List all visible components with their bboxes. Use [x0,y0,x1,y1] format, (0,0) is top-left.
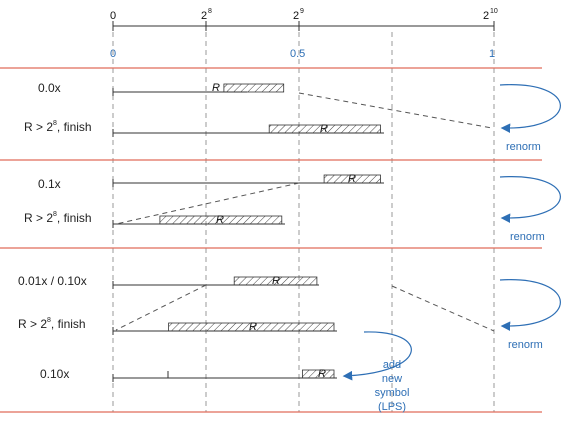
add-symbol-arrow [342,331,412,381]
range-r-label: R [318,368,326,380]
row-label: 0.10x [40,367,69,381]
mapping-line [115,182,300,225]
axis-power-exponent: 10 [490,8,498,15]
axis-power-label: 2 [293,10,299,22]
section-separators [0,67,542,413]
interval-row: R [112,82,285,96]
section-1: 0.0x R R > 28, finish R renorm [24,81,561,153]
axis-power-label: 0 [110,10,116,22]
add-symbol-line: new [382,373,402,385]
mapping-line [391,285,495,332]
row-label: 0.0x [38,81,61,95]
range-r-label: R [272,275,280,287]
axis-fraction-label: 1 [489,48,495,60]
add-symbol-line: symbol [375,387,410,399]
interval-row: R [112,321,337,335]
interval-box [323,174,381,184]
interval-row: R [112,214,285,228]
row-label: 0.01x / 0.10x [18,274,87,288]
axis-power-label: 2 [483,10,489,22]
add-symbol-line: add [383,359,401,371]
mapping-line [115,284,207,331]
interval-box [223,83,285,93]
row-label: 0.1x [38,177,61,191]
row-label: R > 28, finish [18,317,86,331]
range-r-label: R [212,82,220,94]
renorm-arrow [499,84,561,133]
axis-power-label: 2 [201,10,207,22]
row-label: R > 28, finish [24,120,92,134]
renorm-arrow [499,279,561,331]
renorm-arrow [499,176,561,223]
range-r-label: R [320,123,328,135]
interval-row: R [112,173,384,187]
interval-box [233,276,318,286]
range-r-label: R [348,173,356,185]
interval-row: R [112,368,337,382]
top-axis: 0 2 8 2 9 2 10 0 0.5 1 [110,8,498,60]
axis-power-exponent: 8 [208,8,212,15]
interval-box [301,369,335,379]
interval-row: R [112,123,384,137]
add-symbol-line: (LPS) [378,401,406,413]
interval-row: R [112,275,319,289]
row-label: R > 28, finish [24,211,92,225]
interval-box [268,124,381,134]
renorm-label: renorm [510,231,545,243]
renorm-label: renorm [508,339,543,351]
section-2: 0.1x R R > 28, finish R renorm [24,173,561,243]
interval-box [168,322,335,332]
range-r-label: R [216,214,224,226]
range-r-label: R [249,321,257,333]
section-3: 0.01x / 0.10x R R > 28, finish R 0.10x R… [18,274,561,413]
axis-fraction-label: 0.5 [290,48,305,60]
interval-box [159,215,283,225]
renorm-label: renorm [506,141,541,153]
axis-power-exponent: 9 [300,8,304,15]
mapping-line [298,92,493,129]
